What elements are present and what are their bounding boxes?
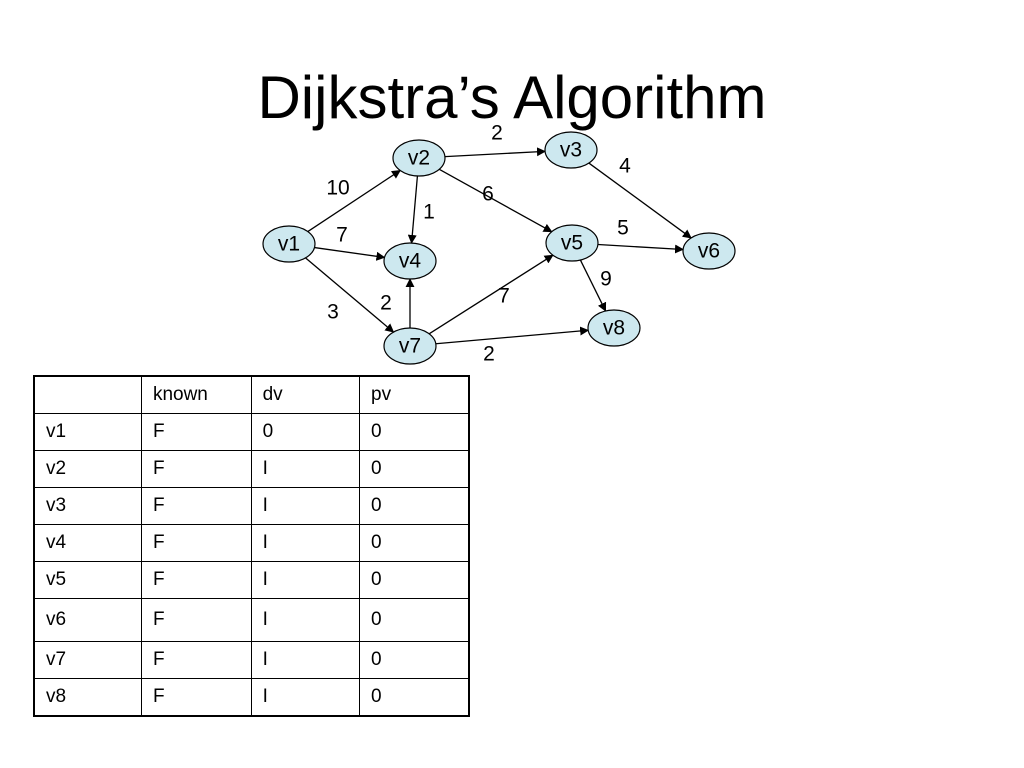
dv-cell: I	[250, 678, 361, 717]
edge-weight-v2-v3: 2	[491, 122, 503, 145]
node-ellipse	[383, 327, 437, 365]
pv-cell: 0	[359, 561, 470, 599]
edge-weight-v5-v8: 9	[600, 268, 612, 291]
pv-cell: 0	[359, 678, 470, 717]
dv-cell: I	[250, 561, 361, 599]
edge-v5-v6	[597, 243, 684, 254]
node-label: v7	[399, 335, 421, 358]
known-cell: F	[140, 487, 252, 525]
edge-v7-v5	[428, 254, 554, 335]
vertex-cell: v2	[33, 450, 142, 488]
edge-v1-v2	[307, 169, 401, 233]
edge-weight-v2-v5: 6	[482, 183, 494, 206]
header-cell-pv: pv	[359, 375, 470, 414]
slide-title: Dijkstra’s Algorithm	[257, 64, 767, 131]
node-label: v5	[561, 232, 583, 255]
known-cell: F	[140, 598, 252, 642]
table-row: v4 F I 0	[33, 524, 470, 562]
edge-weight-v5-v6: 5	[617, 217, 629, 240]
dv-cell: I	[250, 598, 361, 642]
edge-weight-v7-v5: 7	[498, 285, 510, 308]
pv-cell: 0	[359, 487, 470, 525]
dv-cell: I	[250, 524, 361, 562]
node-ellipse	[587, 309, 641, 347]
table-row: v1 F 0 0	[33, 413, 470, 451]
header-cell-dv: dv	[250, 375, 361, 414]
known-cell: F	[140, 641, 252, 679]
edge-weight-v2-v4: 1	[423, 201, 435, 224]
node-v4: v4	[383, 242, 437, 280]
vertex-cell: v7	[33, 641, 142, 679]
pv-cell: 0	[359, 413, 470, 451]
edge-v5-v8	[579, 259, 607, 312]
table-row: v6 F I 0	[33, 598, 470, 642]
known-cell: F	[140, 524, 252, 562]
known-cell: F	[140, 561, 252, 599]
node-v7: v7	[383, 327, 437, 365]
pv-cell: 0	[359, 450, 470, 488]
table-row: v8 F I 0	[33, 678, 470, 717]
node-ellipse	[392, 139, 446, 177]
known-cell: F	[140, 450, 252, 488]
edge-v2-v4	[407, 175, 419, 244]
pv-cell: 0	[359, 598, 470, 642]
node-v2: v2	[392, 139, 446, 177]
vertex-cell: v4	[33, 524, 142, 562]
node-v5: v5	[545, 224, 599, 262]
node-label: v8	[603, 317, 625, 340]
node-label: v6	[698, 240, 720, 263]
dv-cell: I	[250, 450, 361, 488]
pv-cell: 0	[359, 641, 470, 679]
vertex-cell: v3	[33, 487, 142, 525]
edge-weight-v1-v7: 3	[327, 301, 339, 324]
node-ellipse	[544, 131, 598, 169]
edge-v2-v5	[438, 168, 553, 233]
edges-layer: 10 7 3 2 1 6 4 5 9 2 7 2	[305, 122, 692, 366]
vertex-cell: v6	[33, 598, 142, 642]
node-v3: v3	[544, 131, 598, 169]
edge-v2-v3	[444, 147, 546, 158]
node-label: v2	[408, 147, 430, 170]
node-ellipse	[383, 242, 437, 280]
table-row: v7 F I 0	[33, 641, 470, 679]
edge-v1-v4	[314, 246, 386, 261]
table-header-row: known dv pv	[33, 375, 470, 414]
table-row: v2 F I 0	[33, 450, 470, 488]
known-cell: F	[140, 678, 252, 717]
node-ellipse	[545, 224, 599, 262]
dv-cell: I	[250, 641, 361, 679]
dv-cell: 0	[250, 413, 361, 451]
edge-weight-v7-v8: 2	[483, 343, 495, 366]
table-row: v5 F I 0	[33, 561, 470, 599]
node-label: v1	[278, 233, 300, 256]
pv-cell: 0	[359, 524, 470, 562]
node-v8: v8	[587, 309, 641, 347]
header-cell-known: known	[140, 375, 252, 414]
vertex-cell: v1	[33, 413, 142, 451]
table-row: v3 F I 0	[33, 487, 470, 525]
node-ellipse	[682, 232, 736, 270]
edge-v1-v7	[305, 257, 395, 333]
node-v6: v6	[682, 232, 736, 270]
edge-weight-v3-v6: 4	[619, 155, 631, 178]
edge-v7-v8	[435, 326, 590, 345]
known-cell: F	[140, 413, 252, 451]
edge-weight-v7-v4: 2	[380, 292, 392, 315]
edge-weight-v1-v2: 10	[326, 177, 349, 200]
dv-cell: I	[250, 487, 361, 525]
node-ellipse	[262, 225, 316, 263]
node-label: v3	[560, 139, 582, 162]
vertex-cell: v8	[33, 678, 142, 717]
header-cell-vertex	[33, 375, 142, 414]
edge-v3-v6	[588, 162, 692, 239]
nodes-layer: v1 v2 v3 v4 v5 v6 v7 v8	[262, 131, 736, 365]
node-v1: v1	[262, 225, 316, 263]
vertex-cell: v5	[33, 561, 142, 599]
edge-weight-v1-v4: 7	[336, 224, 348, 247]
dijkstra-table: known dv pv v1 F 0 0 v2 F I 0 v3 F I	[33, 375, 470, 717]
node-label: v4	[399, 250, 422, 273]
